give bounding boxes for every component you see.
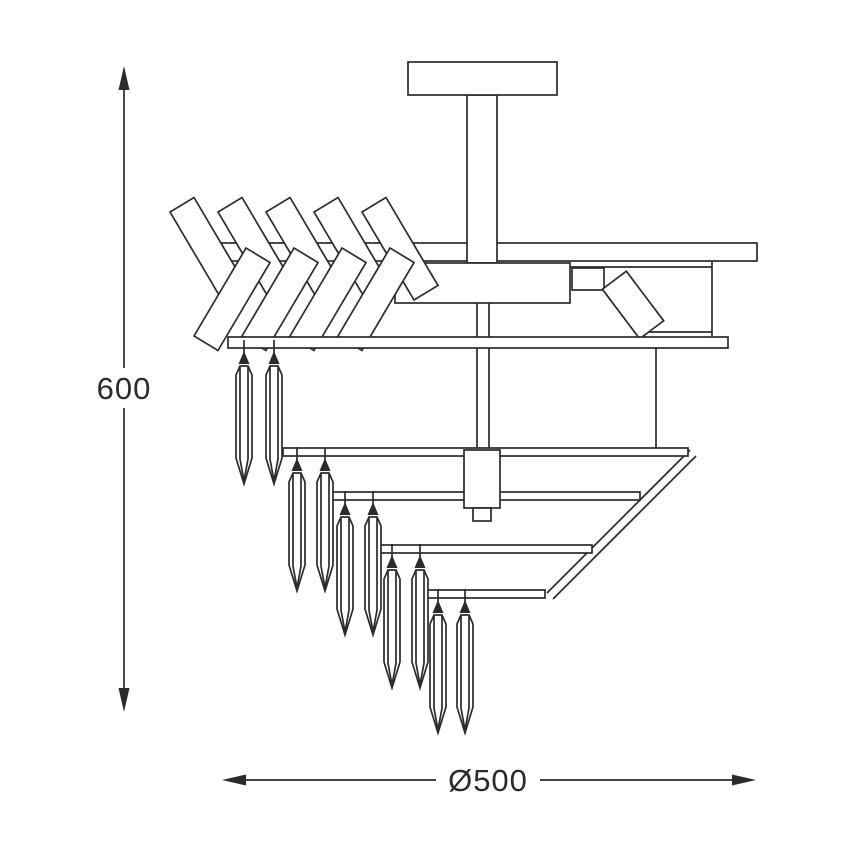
height-dimension-label: 600 (97, 371, 152, 406)
crystal-prism (316, 446, 334, 592)
diameter-label-background (436, 760, 540, 800)
herringbone-crystal-band (168, 196, 440, 352)
arrow-left-icon (222, 774, 246, 786)
crystal-prism (383, 543, 401, 689)
chandelier-drawing (168, 61, 758, 734)
crystal-pendants (235, 339, 474, 734)
side-spotlight (571, 267, 665, 340)
height-label-background (93, 368, 155, 408)
crystal-prism (456, 588, 474, 734)
stem-tube (466, 94, 498, 264)
crystal-prism (265, 339, 283, 485)
crystal-prism (411, 543, 429, 689)
center-hub (463, 449, 501, 522)
height-dimension: 600 (93, 66, 155, 712)
diameter-dimension: Ø500 (222, 760, 756, 800)
crystal-prism (336, 490, 354, 636)
diameter-dimension-label: Ø500 (448, 763, 528, 798)
ceiling-mount-plate (407, 61, 558, 96)
crystal-prism (429, 588, 447, 734)
spotlight-bracket (571, 267, 605, 291)
crystal-prism (364, 490, 382, 636)
herringbone-crystal (192, 246, 272, 352)
hub-cap (472, 507, 492, 522)
spiral-rail-line (546, 449, 691, 594)
spotlight-body (601, 270, 665, 340)
arrow-down-icon (118, 688, 130, 712)
spiral-rail (546, 449, 697, 600)
hub-body (463, 449, 501, 509)
crystal-prism (288, 446, 306, 592)
arrow-up-icon (118, 66, 130, 90)
arrow-right-icon (732, 774, 756, 786)
spiral-rail-line (552, 455, 697, 600)
middle-frame-bar (227, 336, 729, 349)
tier-bar-3 (377, 544, 593, 554)
right-frame-lines (570, 261, 713, 337)
tier-bar-4 (424, 589, 546, 599)
crystal-prism (235, 339, 253, 485)
center-stem (476, 303, 490, 450)
